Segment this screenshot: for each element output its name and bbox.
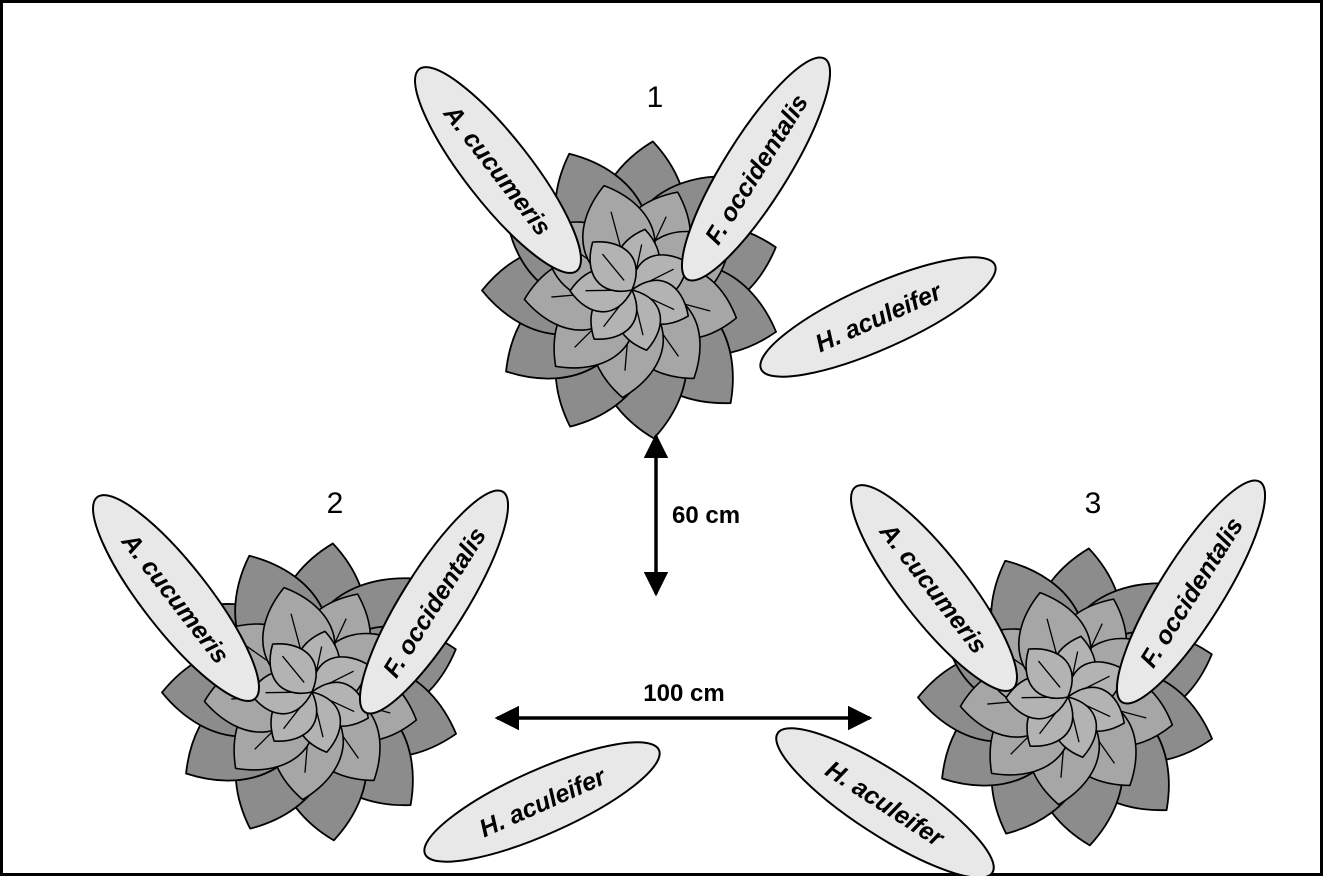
plant-2-tag-occidentalis-ellipse [358,489,510,715]
plant-1 [481,140,777,440]
plant-3-inner-leaves [1005,635,1126,759]
plant-2-tag-aculeifer-ellipse [423,741,661,863]
plant-3-number: 3 [1085,487,1102,520]
plant-1-tag-aculeifer: H. aculeifer [759,256,997,378]
plant-3-tag-aculeifer-ellipse [775,727,995,876]
plant-2-tag-cucumeris-ellipse [92,494,260,702]
plant-1-tag-occidentalis-ellipse [680,56,832,282]
plant-1-number: 1 [647,81,664,114]
plant-1-tag-cucumeris: A. cucumeris [414,66,582,274]
plant-3-tag-occidentalis-ellipse [1115,479,1267,705]
vertical-distance-label: 60 cm [672,502,740,529]
plant-2-tag-aculeifer: H. aculeifer [423,741,661,863]
plant-1-tag-cucumeris-ellipse [414,66,582,274]
plant-1-tag-aculeifer-ellipse [759,256,997,378]
plant-1-inner-leaves [569,228,690,352]
plant-3-tag-aculeifer: H. aculeifer [775,727,995,876]
plant-3-tag-cucumeris-ellipse [850,484,1018,692]
inner-leaf [589,241,637,293]
inner-leaf [269,643,317,695]
plant-2-number: 2 [327,487,344,520]
plant-1-tag-occidentalis: F. occidentalis [680,56,832,282]
inner-leaf [1025,648,1073,700]
plant-1-rosette [481,140,777,440]
plant-2-inner-leaves [249,630,370,754]
horizontal-distance-label: 100 cm [643,680,724,707]
